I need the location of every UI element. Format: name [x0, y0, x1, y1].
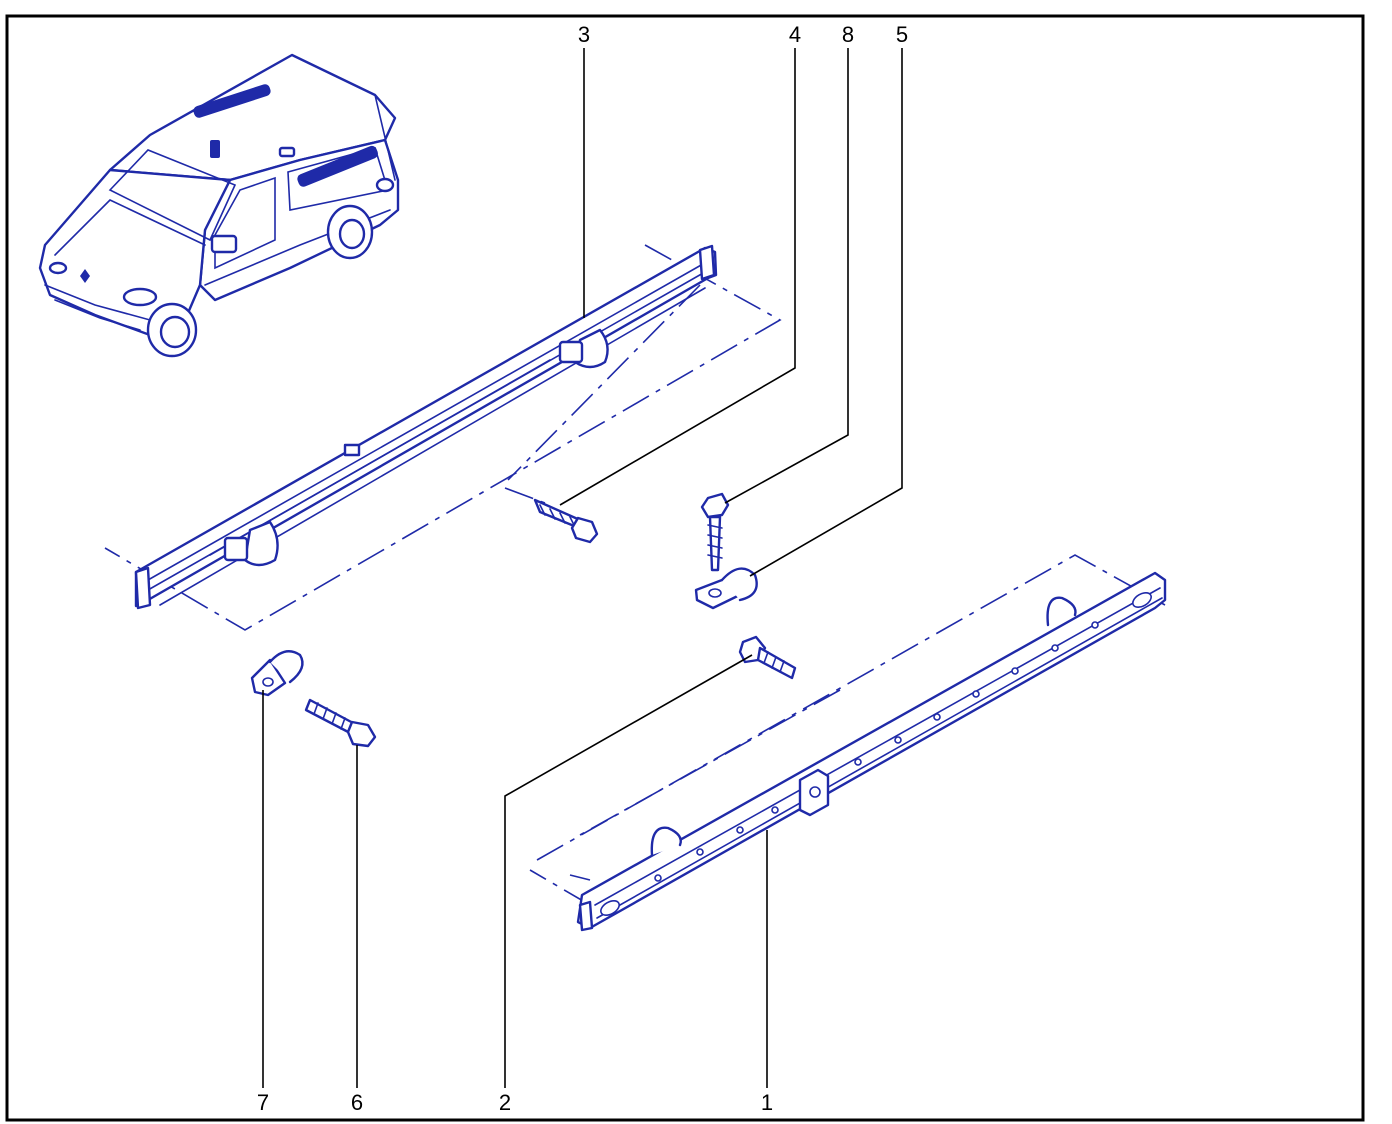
- callout-1: 1: [761, 1090, 773, 1115]
- rail-lower: [529, 554, 1167, 932]
- ring-7: [250, 650, 304, 697]
- leader-lines: [262, 48, 903, 1088]
- callout-8: 8: [842, 22, 854, 47]
- callout-3: 3: [578, 22, 590, 47]
- rail-upper: [104, 244, 782, 631]
- bolt-icon: [533, 498, 599, 544]
- callout-6: 6: [351, 1090, 363, 1115]
- callout-5: 5: [896, 22, 908, 47]
- callout-7: 7: [257, 1090, 269, 1115]
- callout-2: 2: [499, 1090, 511, 1115]
- bolt-2: [738, 635, 797, 680]
- van-icon: [38, 53, 400, 358]
- tie-down-ring-icon: [694, 492, 758, 610]
- callout-labels: 3 4 8 5 7 6 2 1: [257, 22, 908, 1115]
- callout-4: 4: [789, 22, 801, 47]
- bolt-6: [304, 698, 377, 748]
